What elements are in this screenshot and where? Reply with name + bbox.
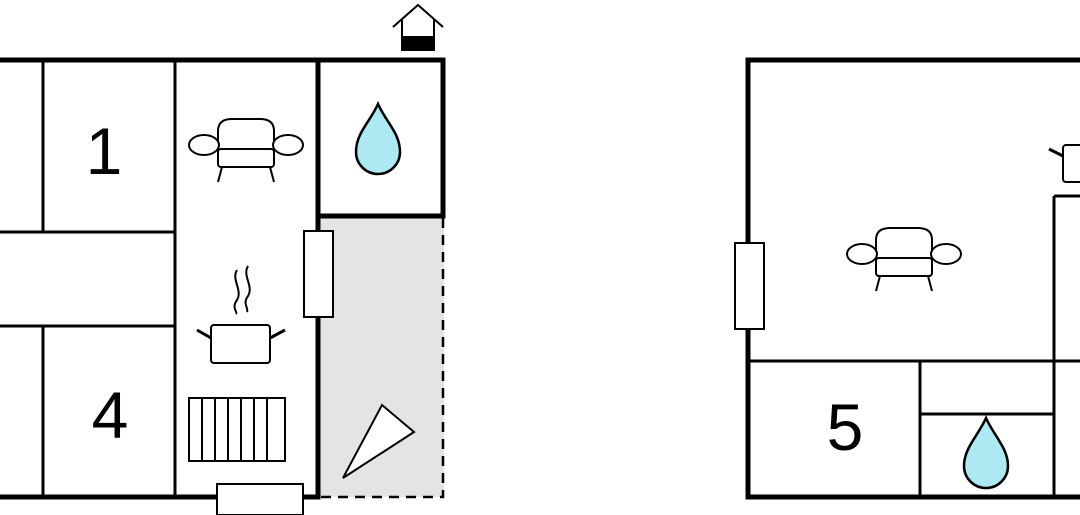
right-outer-wall	[745, 57, 1080, 500]
water-drop-icon	[962, 414, 1010, 490]
window-icon	[303, 230, 334, 318]
window-icon	[734, 242, 765, 330]
right-interior-walls	[748, 194, 1080, 497]
left-interior-walls	[0, 60, 177, 497]
sofa-icon	[188, 118, 304, 183]
room-number-4: 4	[92, 378, 129, 452]
house-entrance-icon	[392, 3, 444, 51]
window-icon	[216, 483, 304, 515]
terrace-area	[318, 216, 444, 497]
sofa-icon	[846, 227, 962, 292]
cooking-pot-icon	[196, 265, 286, 364]
terrace-dashed-edge	[320, 218, 445, 499]
terrace-triangle-icon	[342, 403, 416, 479]
room-number-1: 1	[86, 114, 123, 188]
left-outer-wall	[0, 57, 446, 219]
cooking-pot-icon	[1048, 144, 1080, 183]
water-drop-icon	[354, 100, 402, 176]
radiator-icon	[188, 397, 286, 462]
right-building: 5	[734, 57, 1080, 500]
room-number-5: 5	[827, 390, 864, 464]
left-building: 1 4	[0, 3, 446, 515]
